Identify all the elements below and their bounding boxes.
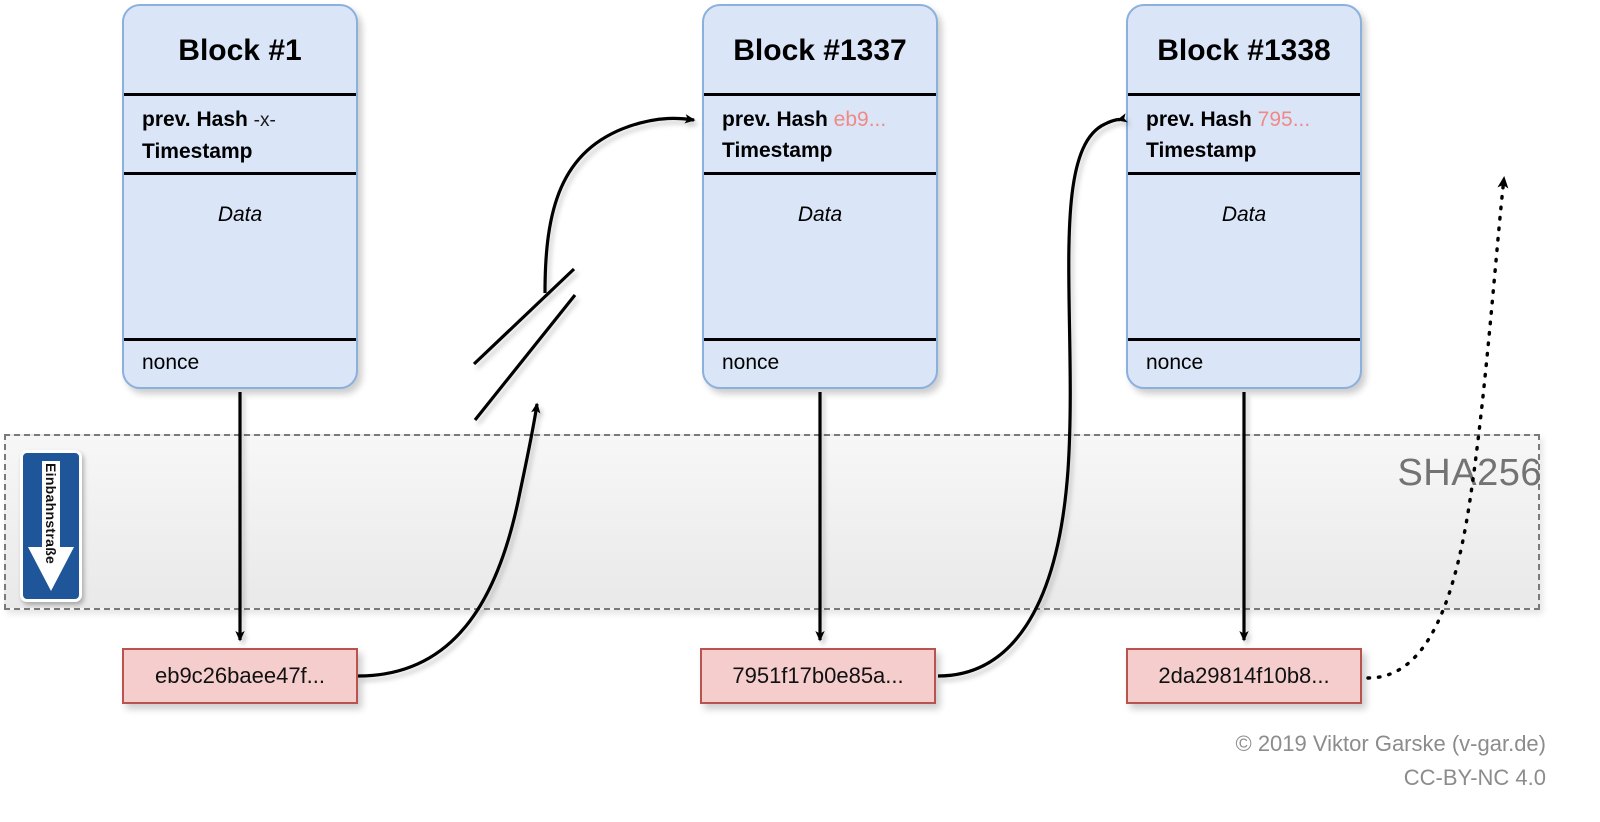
path-break-marks <box>472 267 577 421</box>
prev-hash-label: prev. Hash <box>722 108 828 131</box>
prev-hash-value: -x- <box>253 110 276 131</box>
block-header-row: prev. Hash -x- Timestamp <box>124 96 356 175</box>
block-title: Block #1 <box>124 6 356 96</box>
timestamp-label: Timestamp <box>1146 139 1257 162</box>
block-data-section: Data <box>124 175 356 341</box>
block-data-section: Data <box>1128 175 1360 341</box>
break-to-block1337-upper-curve <box>543 114 696 294</box>
block-data-section: Data <box>704 175 936 341</box>
sign-arrow-shaft <box>42 461 60 547</box>
hash-output-box-1: eb9c26baee47f... <box>122 648 358 704</box>
credit-block: © 2019 Viktor Garske (v-gar.de) CC-BY-NC… <box>1236 727 1547 795</box>
block-card-1338: Block #1338 prev. Hash 795... Timestamp … <box>1126 4 1362 389</box>
sha256-band-label: SHA256 <box>1397 452 1542 494</box>
sha256-band <box>4 434 1540 610</box>
timestamp-label: Timestamp <box>722 139 833 162</box>
prev-hash-value: 795... <box>1257 108 1311 131</box>
sign-arrow-head <box>28 547 74 591</box>
prev-hash-label: prev. Hash <box>1146 108 1252 131</box>
block-header-row: prev. Hash eb9... Timestamp <box>704 96 936 175</box>
sign-label: Einbahnstraße <box>43 463 59 565</box>
hash-output-box-2: 7951f17b0e85a... <box>700 648 936 704</box>
block-title: Block #1338 <box>1128 6 1360 96</box>
block-card-1337: Block #1337 prev. Hash eb9... Timestamp … <box>702 4 938 389</box>
block-nonce-section: nonce <box>1146 351 1204 374</box>
prev-hash-label: prev. Hash <box>142 108 248 131</box>
prev-hash-value: eb9... <box>833 108 887 131</box>
block-nonce-section: nonce <box>722 351 780 374</box>
timestamp-label: Timestamp <box>142 140 253 163</box>
hash-output-box-3: 2da29814f10b8... <box>1126 648 1362 704</box>
block-card-1: Block #1 prev. Hash -x- Timestamp Data n… <box>122 4 358 389</box>
einbahnstrasse-sign-icon: Einbahnstraße <box>20 450 82 602</box>
credit-line-2: CC-BY-NC 4.0 <box>1403 765 1546 790</box>
credit-line-1: © 2019 Viktor Garske (v-gar.de) <box>1235 731 1547 756</box>
block-title: Block #1337 <box>704 6 936 96</box>
block-header-row: prev. Hash 795... Timestamp <box>1128 96 1360 175</box>
block-nonce-section: nonce <box>142 351 200 374</box>
